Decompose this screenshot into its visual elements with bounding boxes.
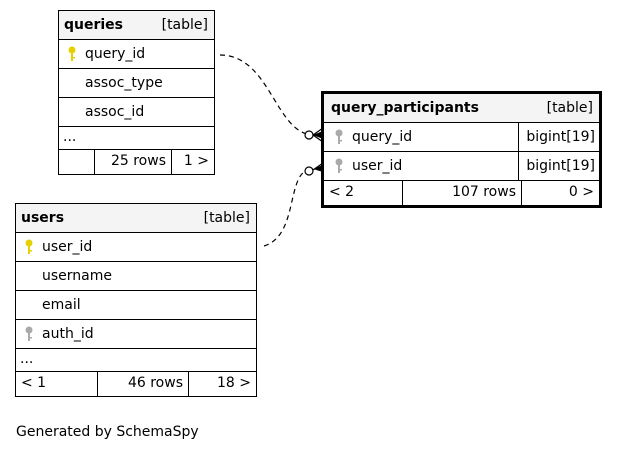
table-kind: [table] (546, 100, 593, 116)
queries-to-query-participants-link (219, 54, 313, 136)
column-name: auth_id (42, 326, 94, 342)
more-columns-ellipsis: ... (59, 127, 214, 150)
table-name[interactable]: queries (64, 17, 124, 33)
table-name[interactable]: query_participants (331, 100, 479, 116)
children-link[interactable]: 0 > (568, 184, 594, 200)
ellipsis-text: ... (20, 351, 34, 367)
table-header: queries [table] (59, 11, 214, 40)
column-row[interactable]: assoc_type (59, 69, 214, 98)
query-participants-table[interactable]: query_participants [table] query_id bigi… (321, 91, 602, 208)
queries-table[interactable]: queries [table] query_id assoc_type asso… (58, 10, 215, 175)
column-row[interactable]: auth_id (16, 320, 256, 349)
parents-link[interactable]: < 1 (16, 372, 98, 396)
table-name[interactable]: users (21, 210, 65, 226)
column-name: assoc_type (85, 75, 163, 91)
table-kind: [table] (203, 210, 250, 226)
foreign-key-icon (335, 129, 343, 144)
more-columns-ellipsis: ... (16, 349, 256, 372)
table-footer: 25 rows 1 > (59, 150, 214, 174)
column-name: user_id (42, 239, 93, 255)
parents-link[interactable] (59, 150, 95, 174)
table-footer: < 2 107 rows 0 > (324, 181, 599, 205)
primary-key-icon (25, 239, 33, 254)
row-count: 107 rows (403, 181, 522, 205)
table-kind: [table] (161, 17, 208, 33)
column-row[interactable]: user_id (16, 233, 256, 262)
children-link[interactable]: 18 > (217, 375, 251, 391)
row-count: 46 rows (98, 372, 189, 396)
ellipsis-text: ... (63, 129, 77, 145)
column-name: assoc_id (85, 104, 145, 120)
column-row[interactable]: query_id bigint[19] (324, 123, 599, 152)
column-type: bigint[19] (518, 123, 599, 151)
parents-link[interactable]: < 2 (324, 181, 403, 205)
table-footer: < 1 46 rows 18 > (16, 372, 256, 396)
generated-by-caption: Generated by SchemaSpy (16, 424, 199, 440)
column-name: query_id (85, 46, 146, 62)
column-row[interactable]: assoc_id (59, 98, 214, 127)
column-name: username (42, 268, 112, 284)
column-name: user_id (352, 158, 403, 174)
foreign-key-icon (335, 158, 343, 173)
foreign-key-icon (25, 326, 33, 341)
column-row[interactable]: username (16, 262, 256, 291)
column-name: email (42, 297, 81, 313)
column-row[interactable]: user_id bigint[19] (324, 152, 599, 181)
children-link[interactable]: 1 > (183, 153, 209, 169)
column-row[interactable]: query_id (59, 40, 214, 69)
primary-key-icon (68, 46, 76, 61)
table-header: query_participants [table] (324, 94, 599, 123)
users-to-query-participants-link (263, 168, 313, 247)
row-count: 25 rows (95, 150, 172, 174)
column-row[interactable]: email (16, 291, 256, 320)
column-type: bigint[19] (518, 152, 599, 180)
table-header: users [table] (16, 204, 256, 233)
column-name: query_id (352, 129, 413, 145)
users-table[interactable]: users [table] user_id username email aut… (15, 203, 257, 397)
